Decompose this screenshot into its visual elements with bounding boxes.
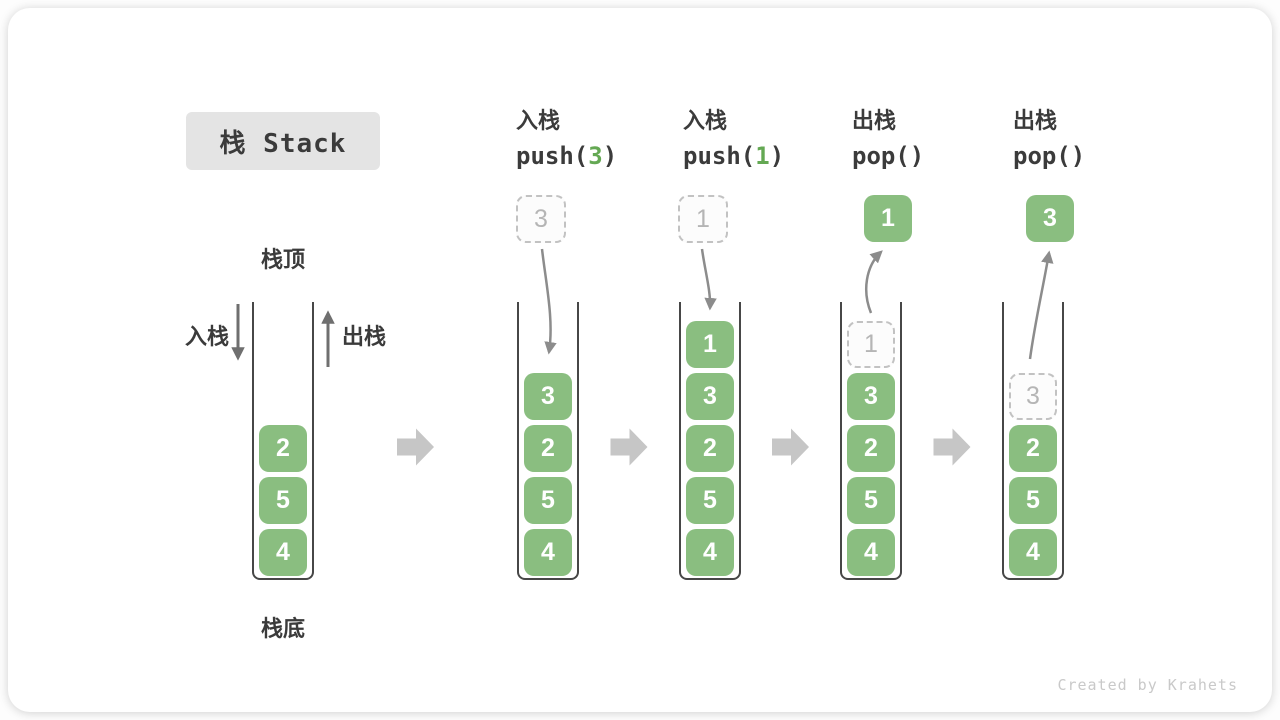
stack-cell: 2: [847, 425, 895, 472]
pop-side-label: 出栈: [342, 324, 387, 349]
operation-code: push(1): [683, 140, 784, 172]
operation-code-post: ): [1070, 142, 1086, 170]
operation-header: 入栈 push(3): [516, 106, 617, 172]
stack-top-label: 栈顶: [260, 247, 305, 272]
operation-name: 出栈: [1013, 108, 1058, 133]
operation-code-pre: push(: [516, 142, 589, 170]
stack-cell: 2: [1009, 425, 1057, 472]
operation-name: 入栈: [516, 108, 561, 133]
stack-cell: 5: [259, 477, 307, 524]
floating-cell: 3: [516, 195, 566, 243]
stack-cell: 4: [259, 529, 307, 576]
operation-code-post: ): [769, 142, 785, 170]
operation-name: 出栈: [852, 108, 897, 133]
stack-cell: 5: [1009, 477, 1057, 524]
stack-cell: 4: [524, 529, 572, 576]
stack-cell: 2: [686, 425, 734, 472]
push-side-label: 入栈: [184, 324, 229, 349]
stack-cell: 3: [686, 373, 734, 420]
stack-cell: 1: [686, 321, 734, 368]
stack-cell: 3: [847, 373, 895, 420]
operation-name: 入栈: [683, 108, 728, 133]
stack-cell-ghost: 1: [847, 321, 895, 368]
operation-header: 出栈 pop(): [1013, 106, 1085, 172]
operation-header: 入栈 push(1): [683, 106, 784, 172]
stack-cell-ghost: 3: [1009, 373, 1057, 420]
operation-header: 出栈 pop(): [852, 106, 924, 172]
watermark-text: Created by Krahets: [1057, 676, 1238, 694]
stack-cell: 4: [847, 529, 895, 576]
stack-cell: 4: [686, 529, 734, 576]
operation-code-pre: pop(: [1013, 142, 1071, 170]
stack-cell: 4: [1009, 529, 1057, 576]
stack-cell: 5: [524, 477, 572, 524]
operation-code-post: ): [602, 142, 618, 170]
floating-cell: 1: [678, 195, 728, 243]
stack-cell: 2: [259, 425, 307, 472]
operation-code-pre: push(: [683, 142, 756, 170]
operation-code-arg: 1: [755, 142, 770, 170]
operation-code-arg: 3: [588, 142, 603, 170]
stack-cell: 3: [524, 373, 572, 420]
operation-code-pre: pop(: [852, 142, 910, 170]
floating-cell: 3: [1026, 195, 1074, 242]
operation-code: push(3): [516, 140, 617, 172]
stack-bottom-label: 栈底: [260, 616, 305, 641]
title-text: 栈 Stack: [219, 128, 347, 159]
operation-code: pop(): [1013, 140, 1085, 172]
stack-cell: 5: [686, 477, 734, 524]
floating-cell: 1: [864, 195, 912, 242]
title-badge: 栈 Stack: [186, 112, 380, 170]
operation-code-post: ): [909, 142, 925, 170]
stack-cell: 2: [524, 425, 572, 472]
operation-code: pop(): [852, 140, 924, 172]
stack-cell: 5: [847, 477, 895, 524]
